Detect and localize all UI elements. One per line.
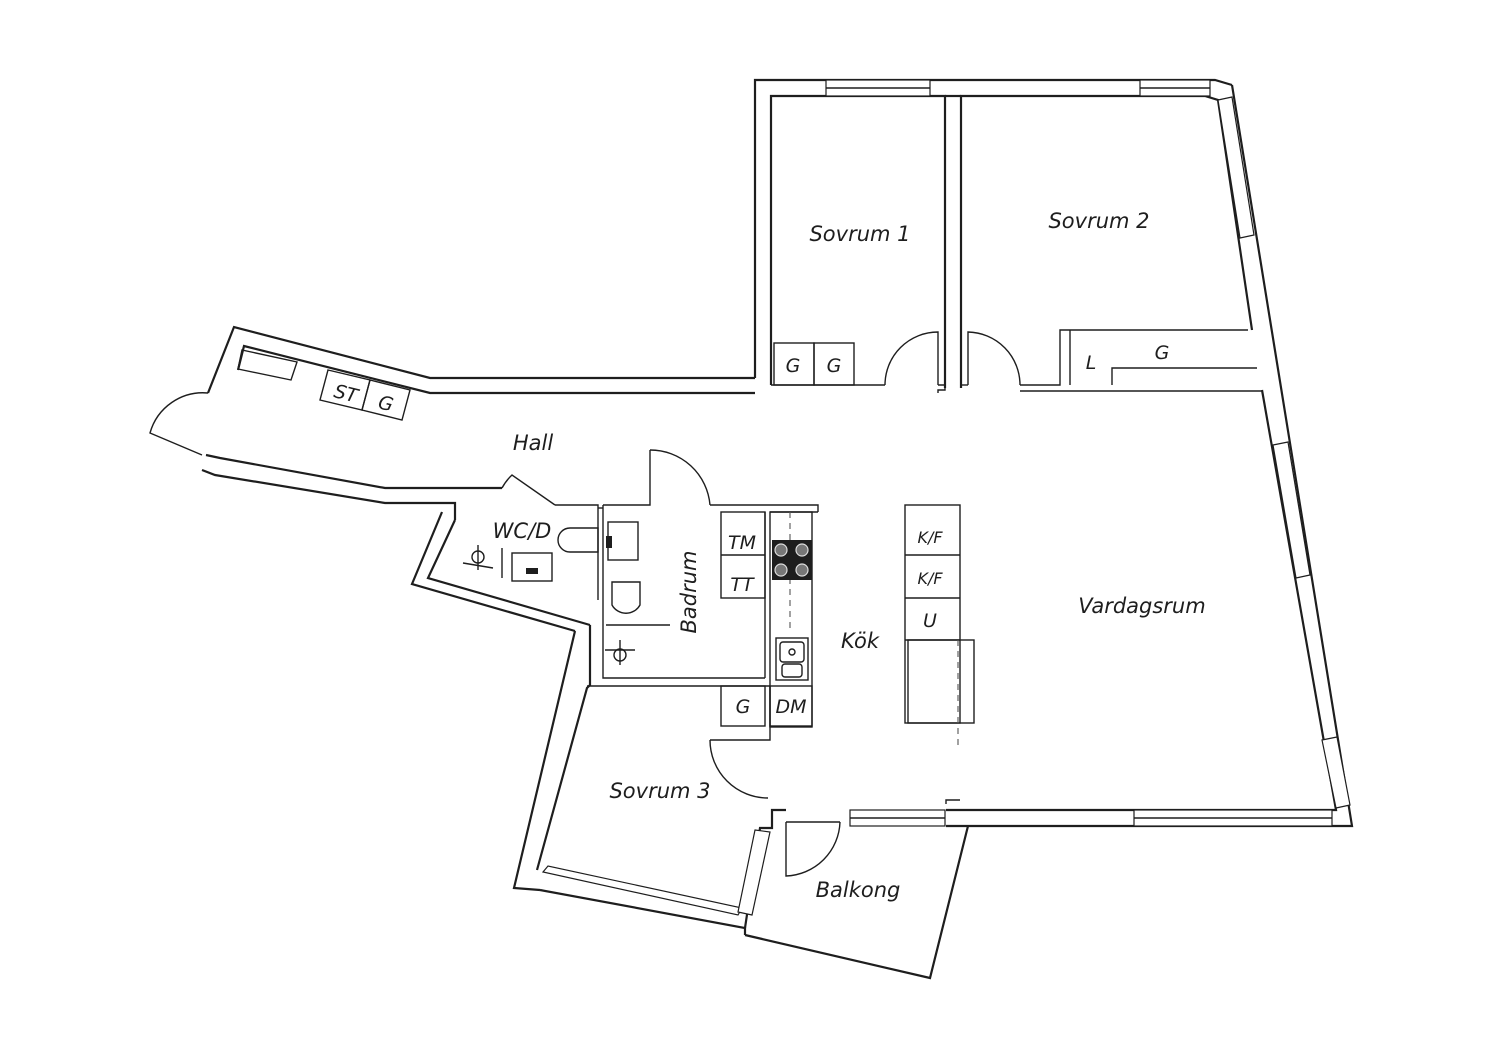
fixture-label-g-sovrum1-a: G bbox=[786, 355, 801, 377]
bathroom-sink-icon bbox=[511, 521, 639, 582]
fixture-label-g-hall: G bbox=[376, 392, 396, 417]
fixture-labels: ST G G G L G TM TT K/F K/F U G DM bbox=[332, 342, 1170, 718]
fixture-label-tm: TM bbox=[728, 532, 756, 554]
interior-walls bbox=[237, 329, 1262, 823]
room-label-sovrum-1: Sovrum 1 bbox=[809, 222, 910, 246]
doors bbox=[149, 331, 1021, 877]
room-label-wc: WC/D bbox=[493, 519, 552, 543]
room-label-kok: Kök bbox=[841, 629, 880, 653]
room-label-vardagsrum: Vardagsrum bbox=[1078, 594, 1205, 618]
shower-icon bbox=[462, 545, 670, 665]
room-label-sovrum-2: Sovrum 2 bbox=[1048, 209, 1149, 233]
fixture-label-dm: DM bbox=[775, 696, 806, 718]
kitchen-sink-icon bbox=[775, 637, 809, 681]
room-label-balkong: Balkong bbox=[816, 878, 901, 902]
room-labels: Sovrum 1 Sovrum 2 Hall WC/D Badrum Kök V… bbox=[493, 209, 1206, 902]
fixture-label-l: L bbox=[1086, 352, 1097, 374]
fixture-label-tt: TT bbox=[730, 574, 755, 596]
fixture-label-g-sovrum1-b: G bbox=[827, 355, 842, 377]
stove-icon bbox=[772, 540, 812, 580]
outer-walls bbox=[201, 78, 1354, 980]
room-label-sovrum-3: Sovrum 3 bbox=[609, 779, 710, 803]
fixture-label-g-kok: G bbox=[736, 696, 751, 718]
toilet-icon bbox=[557, 527, 641, 614]
fixture-label-g-sovrum2: G bbox=[1155, 342, 1170, 364]
room-label-badrum: Badrum bbox=[677, 550, 701, 633]
fixture-label-u: U bbox=[923, 610, 937, 632]
fixture-label-kf-1: K/F bbox=[917, 528, 943, 547]
fixture-label-kf-2: K/F bbox=[917, 569, 943, 588]
windows bbox=[541, 79, 1351, 916]
room-label-hall: Hall bbox=[513, 431, 553, 455]
